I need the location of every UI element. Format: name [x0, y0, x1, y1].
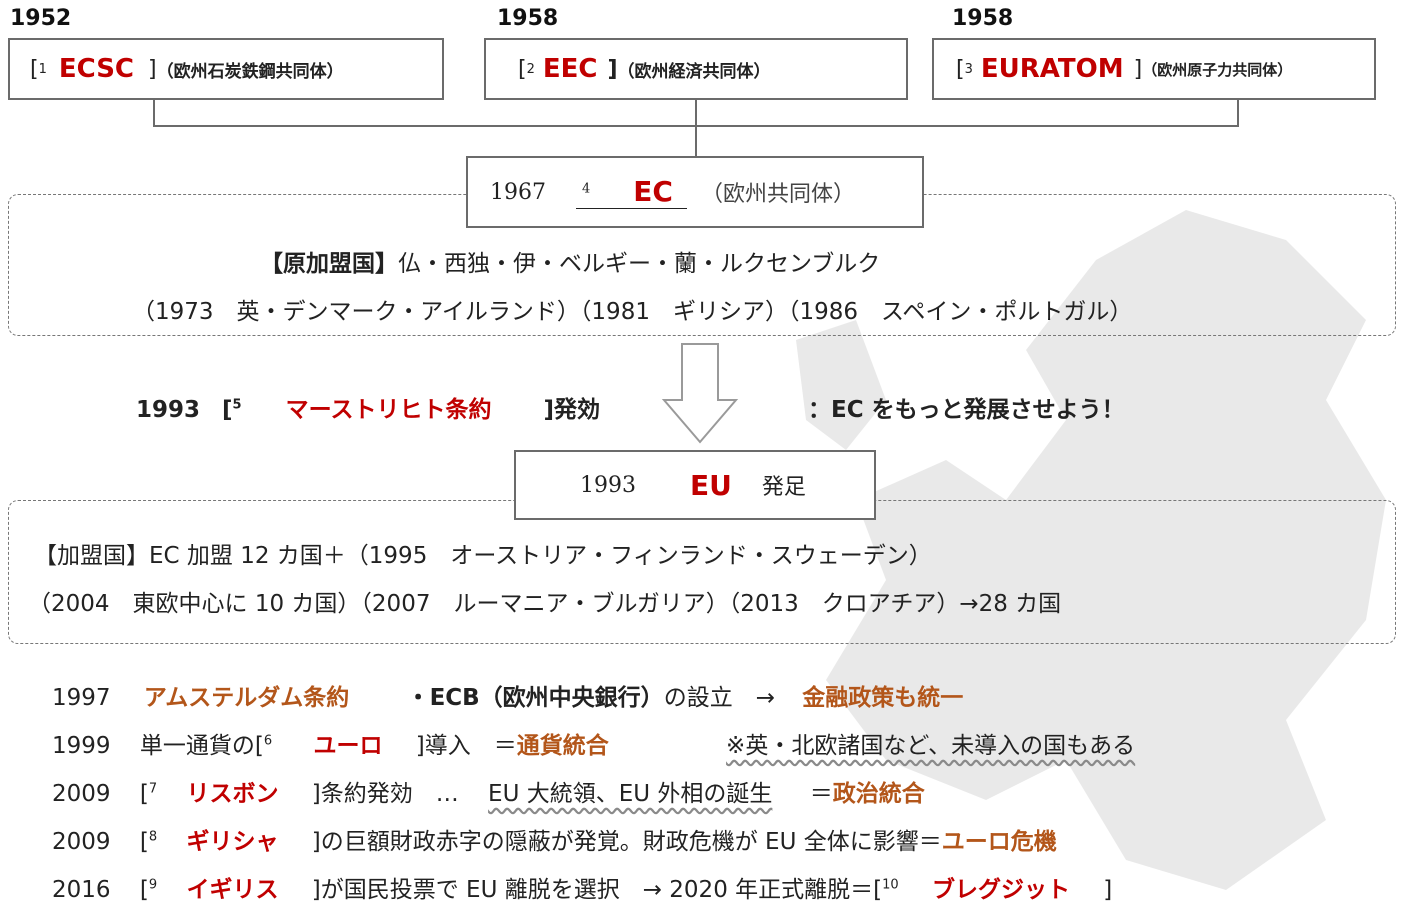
- greece-name: ギリシャ: [186, 829, 279, 855]
- event-1999-year: 1999: [52, 733, 111, 759]
- blank-number-10: 10: [882, 877, 899, 893]
- lisbon-mid: ]条約発効 …: [311, 781, 459, 807]
- blank-number-3: 3: [964, 61, 973, 77]
- eu-year: 1993: [580, 472, 636, 498]
- maastricht-note: ：EC をもっと発展させよう！: [808, 397, 1125, 423]
- year-ecsc: 1952: [10, 6, 72, 31]
- ecsc-box: [1 ECSC ]（欧州石炭鉄鋼共同体）: [8, 38, 444, 100]
- event-1999-pre: 単一通貨の[: [139, 733, 264, 759]
- event-1999: 1999 単一通貨の[6 ユーロ ]導入 ＝通貨統合 ※英・北欧諸国など、未導入…: [52, 726, 1135, 760]
- year-eec: 1958: [497, 6, 559, 31]
- eu-president-note: EU 大統領、EU 外相の誕生: [488, 781, 773, 807]
- blank-number-7: 7: [148, 781, 158, 797]
- lisbon-name: リスボン: [186, 781, 279, 807]
- eu-box: 1993 EU 発足: [514, 450, 876, 520]
- down-arrow-icon: [661, 343, 739, 444]
- blank-number-9: 9: [148, 877, 158, 893]
- political-integration: 政治統合: [832, 781, 925, 807]
- eec-name: EEC: [542, 54, 598, 84]
- blank-number-1: 1: [38, 61, 47, 77]
- year-euratom: 1958: [952, 6, 1014, 31]
- ecb-rest: の設立 →: [663, 685, 775, 711]
- event-2009-greece: 2009 [8 ギリシャ ]の巨額財政赤字の隠蔽が発覚。財政危機が EU 全体に…: [52, 829, 1057, 855]
- amsterdam-treaty: アムステルダム条約: [143, 685, 350, 711]
- blank-number-4: 4: [582, 181, 591, 197]
- eu-name: EU: [690, 468, 732, 502]
- original-members-line: 【原加盟国】仏・西独・伊・ベルギー・蘭・ルクセンブルク: [260, 244, 880, 278]
- ec-enlargement-line: （1973 英・デンマーク・アイルランド）（1981 ギリシア）（1986 スペ…: [132, 299, 1133, 325]
- event-1999-mid: ]導入 ＝: [415, 733, 517, 759]
- event-1997-year: 1997: [52, 685, 111, 711]
- brexit-name: ブレグジット: [931, 877, 1070, 903]
- ec-box: 1967 4 EC （欧州共同体）: [466, 156, 924, 228]
- blank-number-2: 2: [526, 61, 535, 77]
- brexit-mid: ]が国民投票で EU 離脱を選択 → 2020 年正式離脱＝[: [311, 877, 883, 903]
- europe-map-background: [796, 210, 1386, 890]
- event-2009-lisbon: 2009 [7 リスボン ]条約発効 … EU 大統領、EU 外相の誕生 ＝政治…: [52, 781, 925, 807]
- maastricht-name: マーストリヒト条約: [285, 397, 492, 423]
- eu-members-line-2: （2004 東欧中心に 10 カ国）（2007 ルーマニア・ブルガリア）（201…: [28, 591, 1062, 617]
- euro-note: ※英・北欧諸国など、未導入の国もある: [726, 733, 1136, 759]
- blank-number-5: 5: [232, 397, 242, 413]
- eec-desc: （欧州経済共同体）: [617, 61, 771, 82]
- event-2009b-year: 2009: [52, 829, 111, 855]
- currency-integration: 通貨統合: [516, 733, 609, 759]
- ecsc-desc: （欧州石炭鉄鋼共同体）: [156, 61, 344, 82]
- greece-mid: ]の巨額財政赤字の隠蔽が発覚。財政危機が EU 全体に影響＝: [311, 829, 942, 855]
- original-members-text: 仏・西独・伊・ベルギー・蘭・ルクセンブルク: [398, 251, 881, 277]
- uk-name: イギリス: [186, 877, 279, 903]
- eu-members-line-1: 【加盟国】EC 加盟 12 カ国＋（1995 オーストリア・フィンランド・スウェ…: [34, 543, 932, 569]
- ec-year: 1967: [490, 179, 546, 205]
- ec-desc: （欧州共同体）: [700, 182, 855, 207]
- event-2009-year: 2009: [52, 781, 111, 807]
- eu-members-panel: [8, 500, 1396, 644]
- original-members-label: 【原加盟国】: [260, 251, 398, 277]
- connector-lines: [153, 100, 1239, 158]
- maastricht-year: 1993: [136, 397, 201, 423]
- ecb-label: ・ECB（欧州中央銀行）: [406, 685, 664, 711]
- event-2016-year: 2016: [52, 877, 111, 903]
- ec-name: EC: [633, 175, 673, 208]
- monetary-policy-result: 金融政策も統一: [802, 685, 964, 711]
- maastricht-line: 1993 [5 マーストリヒト条約 ]発効: [136, 397, 600, 423]
- euro-name: ユーロ: [313, 733, 383, 759]
- event-1997: 1997 アムステルダム条約 ・ECB（欧州中央銀行）の設立 → 金融政策も統一: [52, 678, 963, 712]
- euratom-box: [3 EURATOM ]（欧州原子力共同体）: [932, 38, 1376, 100]
- eec-box: [2 EEC ]（欧州経済共同体）: [484, 38, 908, 100]
- euro-crisis: ユーロ危機: [941, 829, 1057, 855]
- blank-number-8: 8: [148, 829, 158, 845]
- euratom-name: EURATOM: [980, 54, 1124, 84]
- euratom-desc: （欧州原子力共同体）: [1142, 60, 1293, 79]
- blank-number-6: 6: [263, 733, 273, 749]
- eu-desc: 発足: [761, 475, 806, 500]
- maastricht-suffix: ]発効: [543, 397, 600, 423]
- ecsc-name: ECSC: [58, 54, 135, 84]
